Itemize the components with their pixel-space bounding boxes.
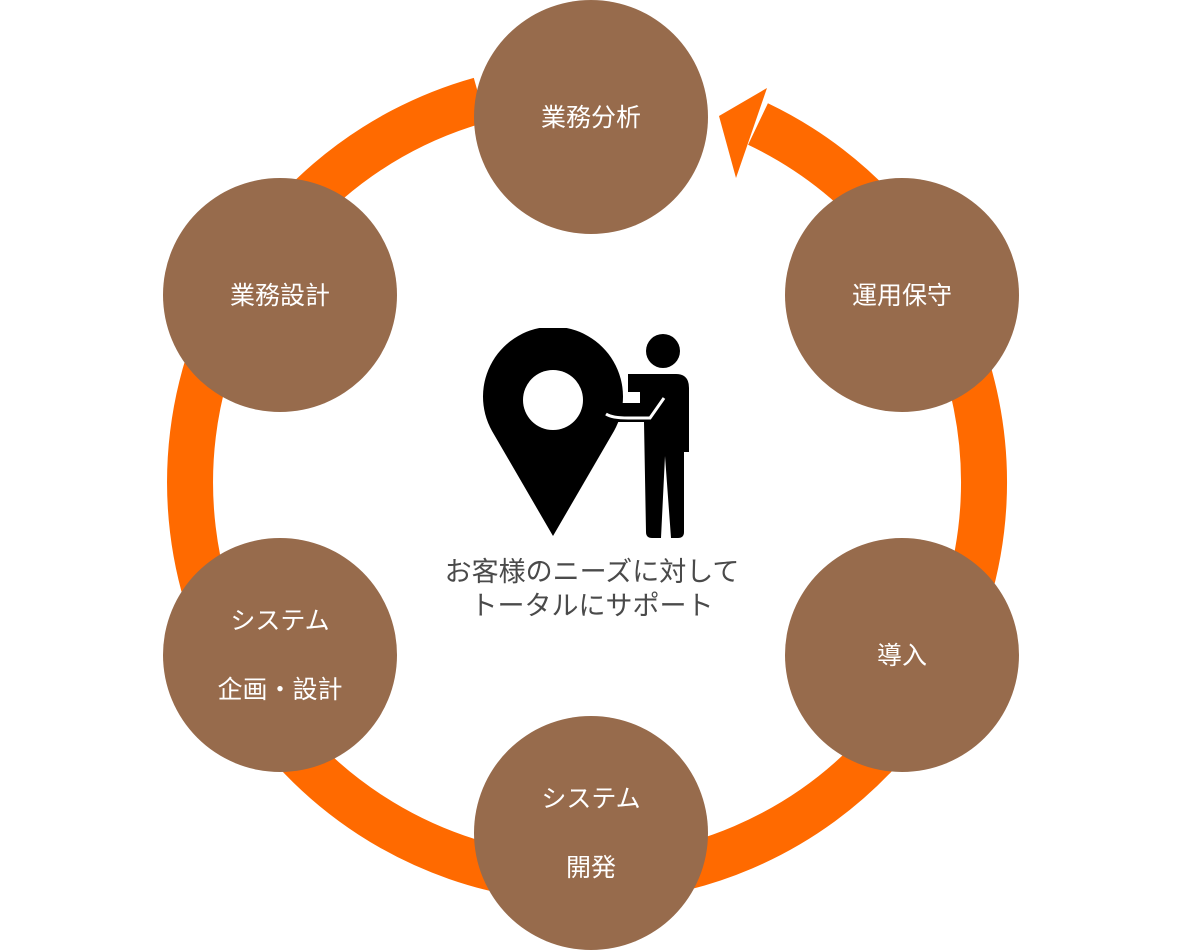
- stage-system-planning-design: システム 企画・設計: [163, 538, 397, 772]
- stage-label: 業務設計: [229, 280, 330, 310]
- person-arm-outline: [605, 397, 666, 420]
- cycle-arrow-head: [719, 88, 767, 178]
- stage-introduction: 導入: [785, 538, 1019, 772]
- stage-label-line-2: 開発: [565, 853, 616, 882]
- center-caption-line-2: トータルにサポート: [470, 591, 714, 622]
- stage-label-line-2: 企画・設計: [217, 675, 343, 704]
- stage-label-line-1: システム: [541, 784, 641, 813]
- center-caption: お客様のニーズに対して トータルにサポート: [392, 556, 792, 624]
- stage-label: 運用保守: [851, 280, 952, 310]
- stage-system-development: システム 開発: [474, 716, 708, 950]
- stage-business-analysis: 業務分析: [474, 0, 708, 234]
- map-pin-with-person-icon: [483, 328, 689, 538]
- map-pin-hole: [523, 370, 583, 430]
- person-icon: [604, 334, 689, 538]
- stage-business-design: 業務設計: [163, 178, 397, 412]
- stage-label-line-1: システム: [230, 606, 330, 635]
- stage-label: 導入: [876, 640, 927, 670]
- center-caption-line-1: お客様のニーズに対して: [444, 557, 740, 588]
- stage-label: 業務分析: [540, 102, 641, 132]
- stage-operation-maintenance: 運用保守: [785, 178, 1019, 412]
- map-pin-icon: [483, 328, 623, 536]
